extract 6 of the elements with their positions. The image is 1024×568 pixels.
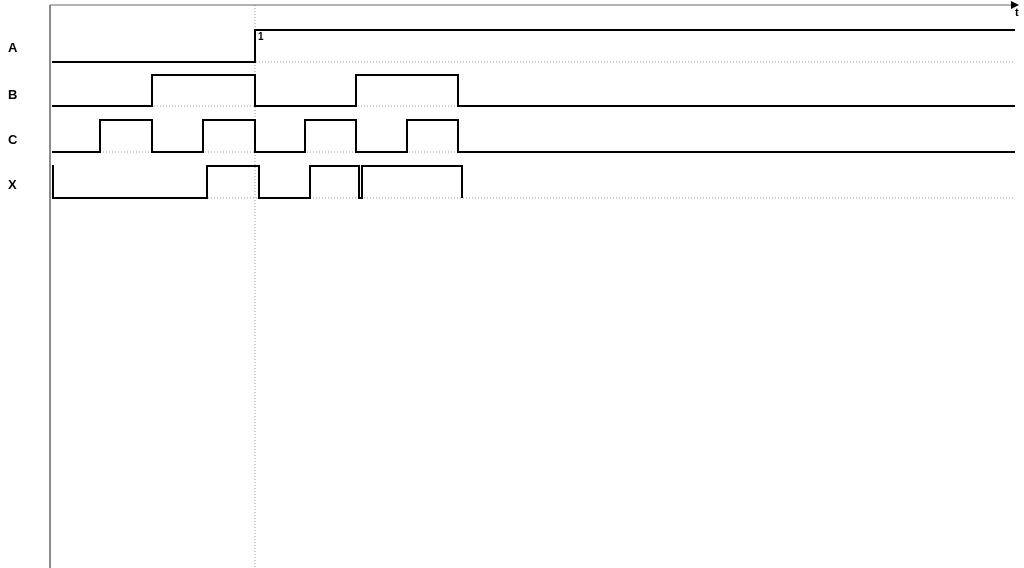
signal-label: X	[8, 178, 17, 191]
time-axis-label: t	[1015, 7, 1019, 18]
marker-label: 1	[258, 32, 264, 42]
signal-label: A	[8, 41, 18, 54]
signal-label: C	[8, 133, 18, 146]
signal-label: B	[8, 88, 18, 101]
